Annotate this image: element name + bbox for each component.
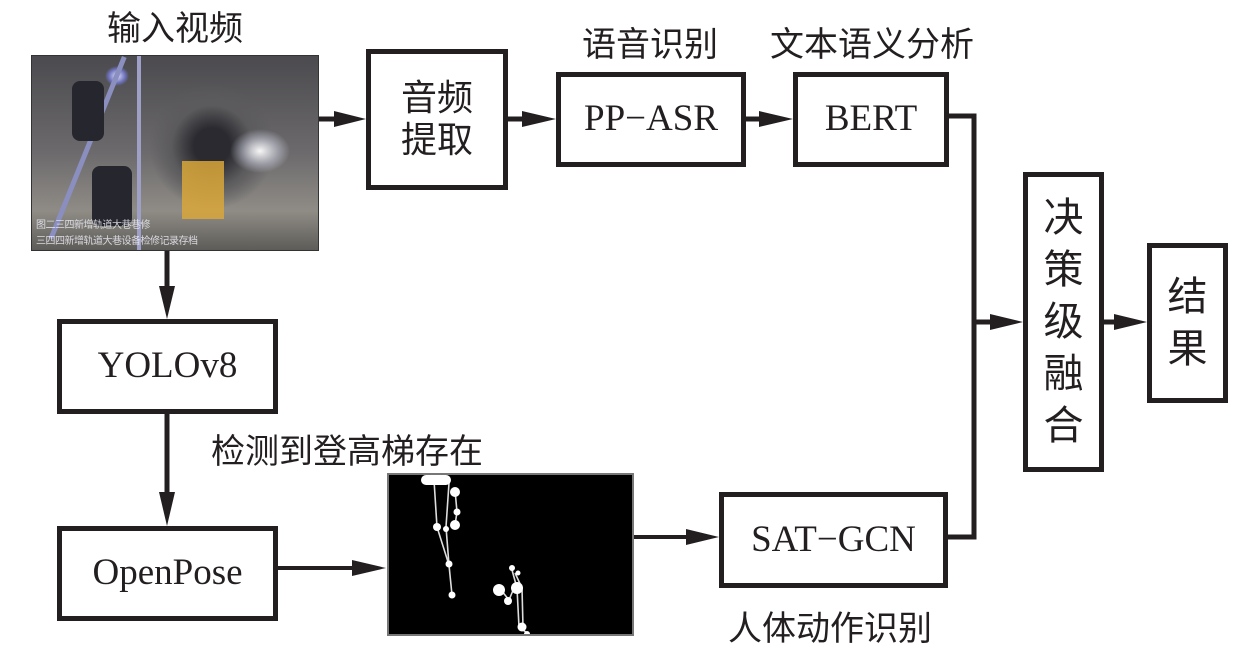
pp-asr-box: PP−ASR: [556, 72, 746, 167]
ladder-detected-label: 检测到登高梯存在: [211, 434, 483, 471]
video-caption-line-2: 三四四新增轨道大巷设备检修记录存档: [36, 236, 198, 247]
audio-extraction-box: 音频 提取: [366, 49, 508, 190]
skeleton-joint: [450, 520, 460, 530]
skeleton-pose-image: [387, 473, 634, 637]
equipment-block: [182, 161, 224, 219]
sat-gcn-box: SAT−GCN: [719, 492, 948, 588]
input-video-frame: 图二三四新增轨道大巷巷修 三四四新增轨道大巷设备检修记录存档: [31, 55, 319, 251]
worker-figure: [92, 166, 132, 226]
result-label: 结果: [1167, 274, 1208, 371]
arrowhead: [759, 111, 793, 127]
speech-recognition-label: 语音识别: [582, 27, 718, 64]
ladder-pole: [137, 56, 141, 250]
decision-fusion-label: 决策级融合: [1043, 195, 1084, 448]
openpose-label: OpenPose: [92, 552, 243, 594]
skeleton-joint: [511, 582, 523, 594]
skeleton-joint: [433, 523, 441, 531]
skeleton-joint: [517, 622, 527, 632]
skeleton-figures: [421, 475, 530, 637]
arrowhead: [159, 286, 175, 319]
bert-box: BERT: [793, 72, 949, 167]
skeleton-joint: [445, 560, 453, 568]
worker-figure: [72, 81, 104, 141]
decision-fusion-box: 决策级融合: [1023, 172, 1104, 472]
yolov8-box: YOLOv8: [57, 319, 278, 414]
result-box: 结果: [1147, 243, 1228, 403]
arrowhead: [522, 111, 556, 127]
audio-extraction-label: 音频 提取: [400, 78, 473, 160]
skeleton-joint: [515, 570, 521, 576]
video-caption-line-1: 图二三四新增轨道大巷巷修: [36, 220, 151, 231]
skeleton-limb: [433, 479, 453, 596]
skeleton-joint: [509, 565, 515, 571]
bert-label: BERT: [824, 98, 918, 140]
arrowhead: [1114, 314, 1147, 330]
sat-gcn-label: SAT−GCN: [751, 518, 916, 560]
skeleton-joint: [448, 591, 456, 599]
skeleton-joint: [504, 597, 512, 605]
arrowhead: [334, 111, 366, 127]
skeleton-limb: [445, 482, 450, 566]
openpose-box: OpenPose: [57, 526, 278, 621]
text-semantic-analysis-label: 文本语义分析: [770, 27, 974, 64]
arrowhead: [159, 492, 175, 526]
skeleton-joint: [421, 475, 451, 485]
arrowhead: [686, 529, 719, 545]
yolov8-label: YOLOv8: [97, 345, 238, 387]
skeleton-joint: [443, 526, 449, 532]
arrowhead: [352, 560, 386, 576]
skeleton-joint: [493, 584, 505, 596]
human-action-recognition-label: 人体动作识别: [728, 611, 932, 648]
input-video-label: 输入视频: [107, 11, 243, 48]
skeleton-joint: [450, 487, 460, 497]
edge-bert-to-merge: [945, 113, 977, 540]
arrowhead: [990, 314, 1023, 330]
skeleton-joint: [453, 508, 461, 516]
pp-asr-label: PP−ASR: [584, 98, 718, 140]
